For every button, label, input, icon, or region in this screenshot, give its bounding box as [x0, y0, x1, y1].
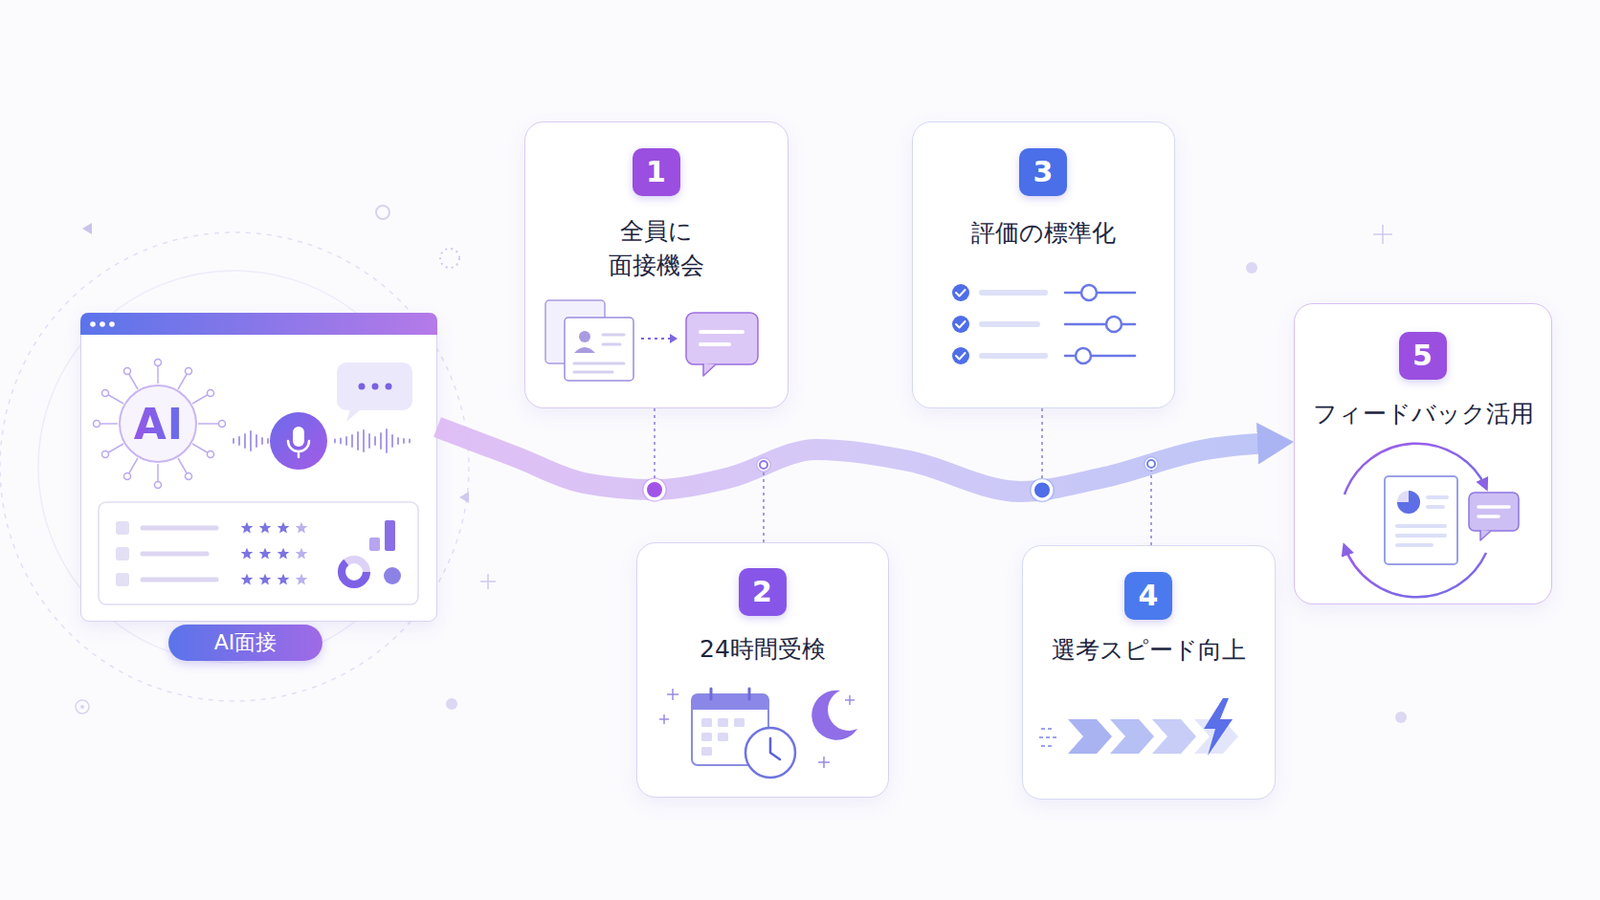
step-number: 4 [1124, 572, 1173, 621]
benefit-card: 3 評価の標準化 [911, 121, 1176, 409]
sparkle-decoration [459, 491, 469, 504]
flow-dot [759, 461, 768, 469]
flow-dot-layer [643, 457, 1158, 502]
sparkle-decoration [445, 698, 458, 711]
leader-line-layer [654, 408, 1152, 546]
sparkle-decoration [75, 700, 89, 714]
sparkle-decoration [80, 705, 85, 710]
orbit-ring [0, 232, 469, 702]
flow-dot [1035, 483, 1049, 497]
flow-dot [643, 478, 667, 502]
sparkle-decoration [1245, 262, 1258, 274]
flow-dot [1147, 460, 1156, 468]
step-number: 1 [632, 148, 681, 197]
flow-dot [643, 478, 667, 502]
step-number: 5 [1399, 332, 1447, 380]
ai-logo-text: AI [120, 402, 198, 447]
step-title: 評価の標準化 [912, 216, 1175, 251]
ai-interview-window: AIAI面接 [80, 312, 438, 623]
step-title: 24時間受検 [637, 632, 889, 667]
sparkle-decoration [440, 248, 460, 268]
leader-line [1150, 464, 1153, 546]
orbit-ring [0, 232, 469, 702]
step-number: 3 [1019, 148, 1067, 197]
flow-dot [1030, 478, 1054, 502]
flow-dot [1144, 457, 1158, 471]
label-pill: AI面接 [168, 624, 323, 662]
flow-dot [756, 458, 771, 472]
leader-line [762, 465, 765, 543]
sparkle-decoration [82, 222, 92, 235]
step-title: 全員に 面接機会 [608, 214, 705, 284]
flow-dot [1144, 457, 1158, 471]
benefit-card: 1 全員に 面接機会 [524, 121, 789, 409]
leader-line [653, 408, 656, 490]
leader-line [1041, 408, 1044, 490]
sparkle-decoration [1373, 224, 1393, 245]
sparkle-decoration [480, 574, 496, 590]
step-title: 選考スピード向上 [1022, 633, 1275, 668]
benefit-card: 4 選考スピード向上 [1022, 545, 1276, 800]
sparkle-decoration [1395, 711, 1407, 724]
step-title: フィードバック活用 [1294, 397, 1552, 432]
step-number: 2 [738, 568, 787, 617]
sparkle-decoration [376, 205, 390, 220]
flow-dot [756, 458, 771, 472]
benefit-card: 2 24時間受検 [636, 542, 889, 799]
benefit-card: 5 フィードバック活用 [1293, 303, 1553, 605]
flow-dot [647, 483, 662, 497]
flow-dot [1030, 478, 1054, 502]
flow-connector-layer [437, 427, 1294, 492]
flow-arrow [437, 427, 1294, 492]
